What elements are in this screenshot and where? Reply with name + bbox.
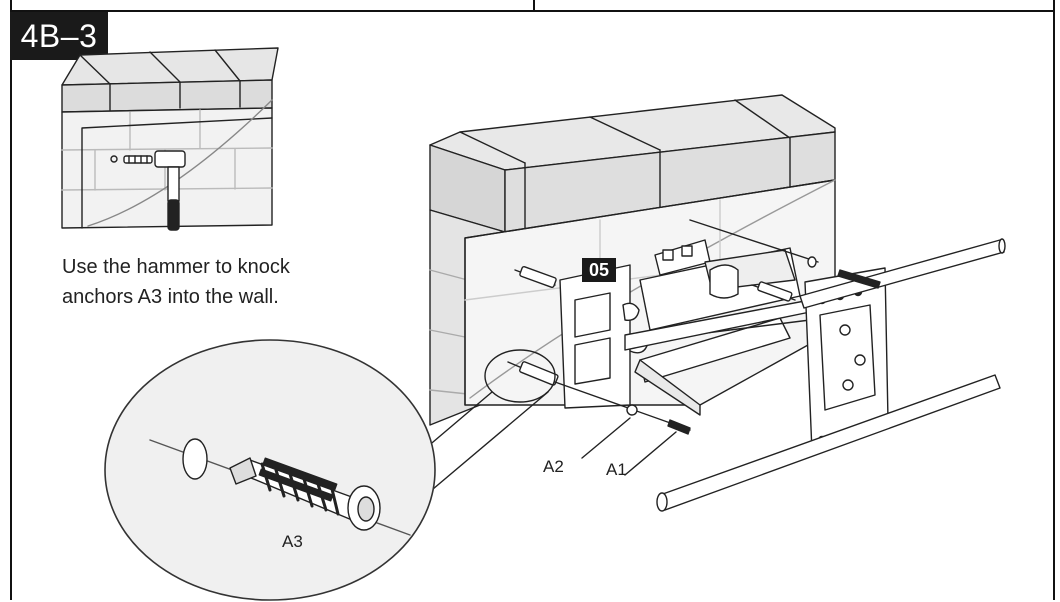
hammer-inset-illustration — [61, 47, 279, 231]
part-05-label: 05 — [582, 258, 616, 282]
part-a1-label: A1 — [606, 460, 627, 479]
instruction-line-1: Use the hammer to knock — [62, 256, 290, 278]
wall-mount-illustration — [399, 94, 1006, 512]
instruction-text: Use the hammer to knock anchors A3 into … — [62, 252, 290, 312]
anchor-detail-zoom — [104, 339, 436, 601]
top-rule — [10, 10, 1055, 12]
instruction-line-2: anchors A3 into the wall. — [62, 286, 279, 308]
part-a2-label: A2 — [543, 457, 564, 476]
step-number-badge: 4B–3 — [10, 12, 108, 60]
top-divider — [533, 0, 535, 11]
page-frame — [10, 0, 1055, 600]
part-a3-label: A3 — [282, 532, 303, 551]
